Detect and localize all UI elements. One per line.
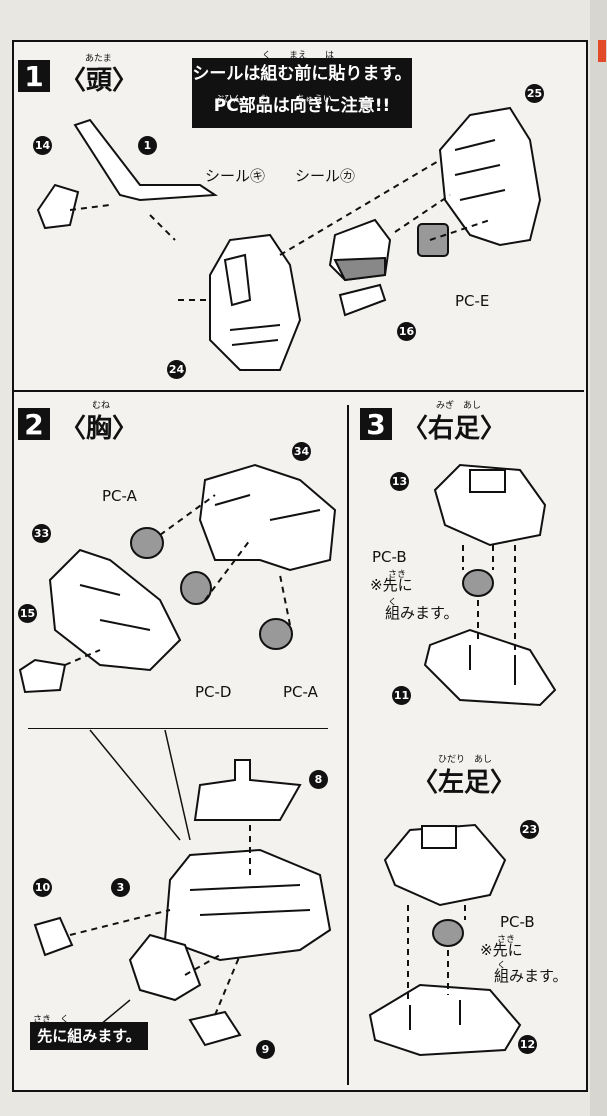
page-edge bbox=[590, 0, 607, 1116]
pc-a-bottom-illustration bbox=[259, 618, 293, 650]
divider-sub bbox=[28, 728, 328, 729]
assembly-notice: シールは組む前に貼ります。 PC部品は向きに注意!! bbox=[192, 58, 412, 128]
step3-title-ruby: みぎ あし bbox=[436, 401, 482, 411]
sticker-ki-label: シール㋖ bbox=[205, 167, 266, 185]
part-9-illustration bbox=[188, 1010, 242, 1047]
part-number-13: 13 bbox=[390, 472, 409, 491]
left-foot-note-line2: 組みます。 bbox=[494, 967, 568, 985]
part-8-illustration bbox=[193, 759, 302, 821]
subassembly-note-ruby: さき く bbox=[33, 1015, 70, 1025]
part-number-34: 34 bbox=[292, 442, 311, 461]
torso-back-part-illustration bbox=[198, 463, 337, 572]
part-10-illustration bbox=[33, 916, 74, 957]
divider-vertical bbox=[347, 405, 349, 1085]
part-number-11: 11 bbox=[392, 686, 411, 705]
pc-e-label: PC-E bbox=[455, 292, 490, 310]
divider-horizontal bbox=[14, 390, 584, 392]
step-number-2: 2 bbox=[18, 408, 50, 441]
part-14-illustration bbox=[36, 183, 80, 230]
pc-b-label-right: PC-B bbox=[372, 548, 407, 566]
step3-title: 〈右足〉 bbox=[402, 414, 507, 444]
right-foot-cover-illustration bbox=[433, 463, 547, 547]
part-15-illustration bbox=[18, 658, 67, 694]
step2-title-ruby: むね bbox=[92, 401, 111, 411]
pc-b-label-left: PC-B bbox=[500, 913, 535, 931]
left-foot-note-line2-ruby: く bbox=[497, 961, 507, 971]
part-number-15: 15 bbox=[18, 604, 37, 623]
part-number-3: 3 bbox=[111, 878, 130, 897]
left-foot-title: 〈左足〉 bbox=[412, 768, 517, 798]
right-foot-note-line2: 組みます。 bbox=[385, 604, 459, 622]
part-number-33: 33 bbox=[32, 524, 51, 543]
part-number-1: 1 bbox=[138, 136, 157, 155]
step1-title-ruby: あたま bbox=[85, 54, 112, 64]
head-antenna-part-illustration bbox=[73, 118, 219, 202]
part-number-10: 10 bbox=[33, 878, 52, 897]
part-number-12: 12 bbox=[518, 1035, 537, 1054]
part-number-25: 25 bbox=[525, 84, 544, 103]
right-foot-base-illustration bbox=[423, 628, 557, 707]
hip-block-part-illustration bbox=[163, 848, 332, 962]
part-number-24: 24 bbox=[167, 360, 186, 379]
part-number-8: 8 bbox=[309, 770, 328, 789]
sensor-part-illustration bbox=[328, 218, 392, 317]
pc-a-label-bottom: PC-A bbox=[283, 683, 318, 701]
step-number-3: 3 bbox=[360, 408, 392, 441]
left-foot-note-line1: ※先に bbox=[480, 941, 523, 959]
part-3-illustration bbox=[128, 933, 202, 1002]
torso-front-part-illustration bbox=[48, 548, 182, 672]
part-number-14: 14 bbox=[33, 136, 52, 155]
right-foot-note-line1: ※先に bbox=[370, 576, 413, 594]
head-back-part-illustration bbox=[438, 106, 542, 247]
left-foot-title-ruby: ひだり あし bbox=[438, 755, 493, 765]
pc-d-label: PC-D bbox=[195, 683, 232, 701]
pc-a-label-top: PC-A bbox=[102, 487, 137, 505]
step-number-1: 1 bbox=[18, 60, 50, 93]
notice-line2-ruby: ぶひん む ちゅうい bbox=[215, 95, 333, 105]
left-foot-cover-illustration bbox=[383, 823, 507, 907]
step2-title: 〈胸〉 bbox=[60, 414, 139, 444]
notice-line1: シールは組む前に貼ります。 bbox=[192, 64, 412, 84]
pc-b-right-illustration bbox=[462, 569, 494, 597]
notice-line1-ruby: く まえ は bbox=[262, 51, 335, 61]
notice-line2: PC部品は向きに注意!! bbox=[213, 96, 391, 116]
subassembly-note: 先に組みます。 bbox=[30, 1022, 148, 1050]
pc-b-left-illustration bbox=[432, 919, 464, 947]
right-foot-note-line2-ruby: く bbox=[388, 598, 398, 608]
left-foot-base-illustration bbox=[368, 983, 522, 1057]
page-edge-tab bbox=[598, 40, 606, 62]
part-number-23: 23 bbox=[520, 820, 539, 839]
right-foot-note-ruby: さき bbox=[388, 570, 407, 580]
left-foot-note-ruby: さき bbox=[497, 935, 516, 945]
step1-title: 〈頭〉 bbox=[60, 66, 139, 96]
sticker-ka-label: シール㋕ bbox=[295, 167, 356, 185]
pc-a-top-illustration bbox=[130, 527, 164, 559]
head-face-part-illustration bbox=[209, 233, 302, 371]
part-number-9: 9 bbox=[256, 1040, 275, 1059]
pc-d-illustration bbox=[180, 571, 212, 605]
part-number-16: 16 bbox=[397, 322, 416, 341]
